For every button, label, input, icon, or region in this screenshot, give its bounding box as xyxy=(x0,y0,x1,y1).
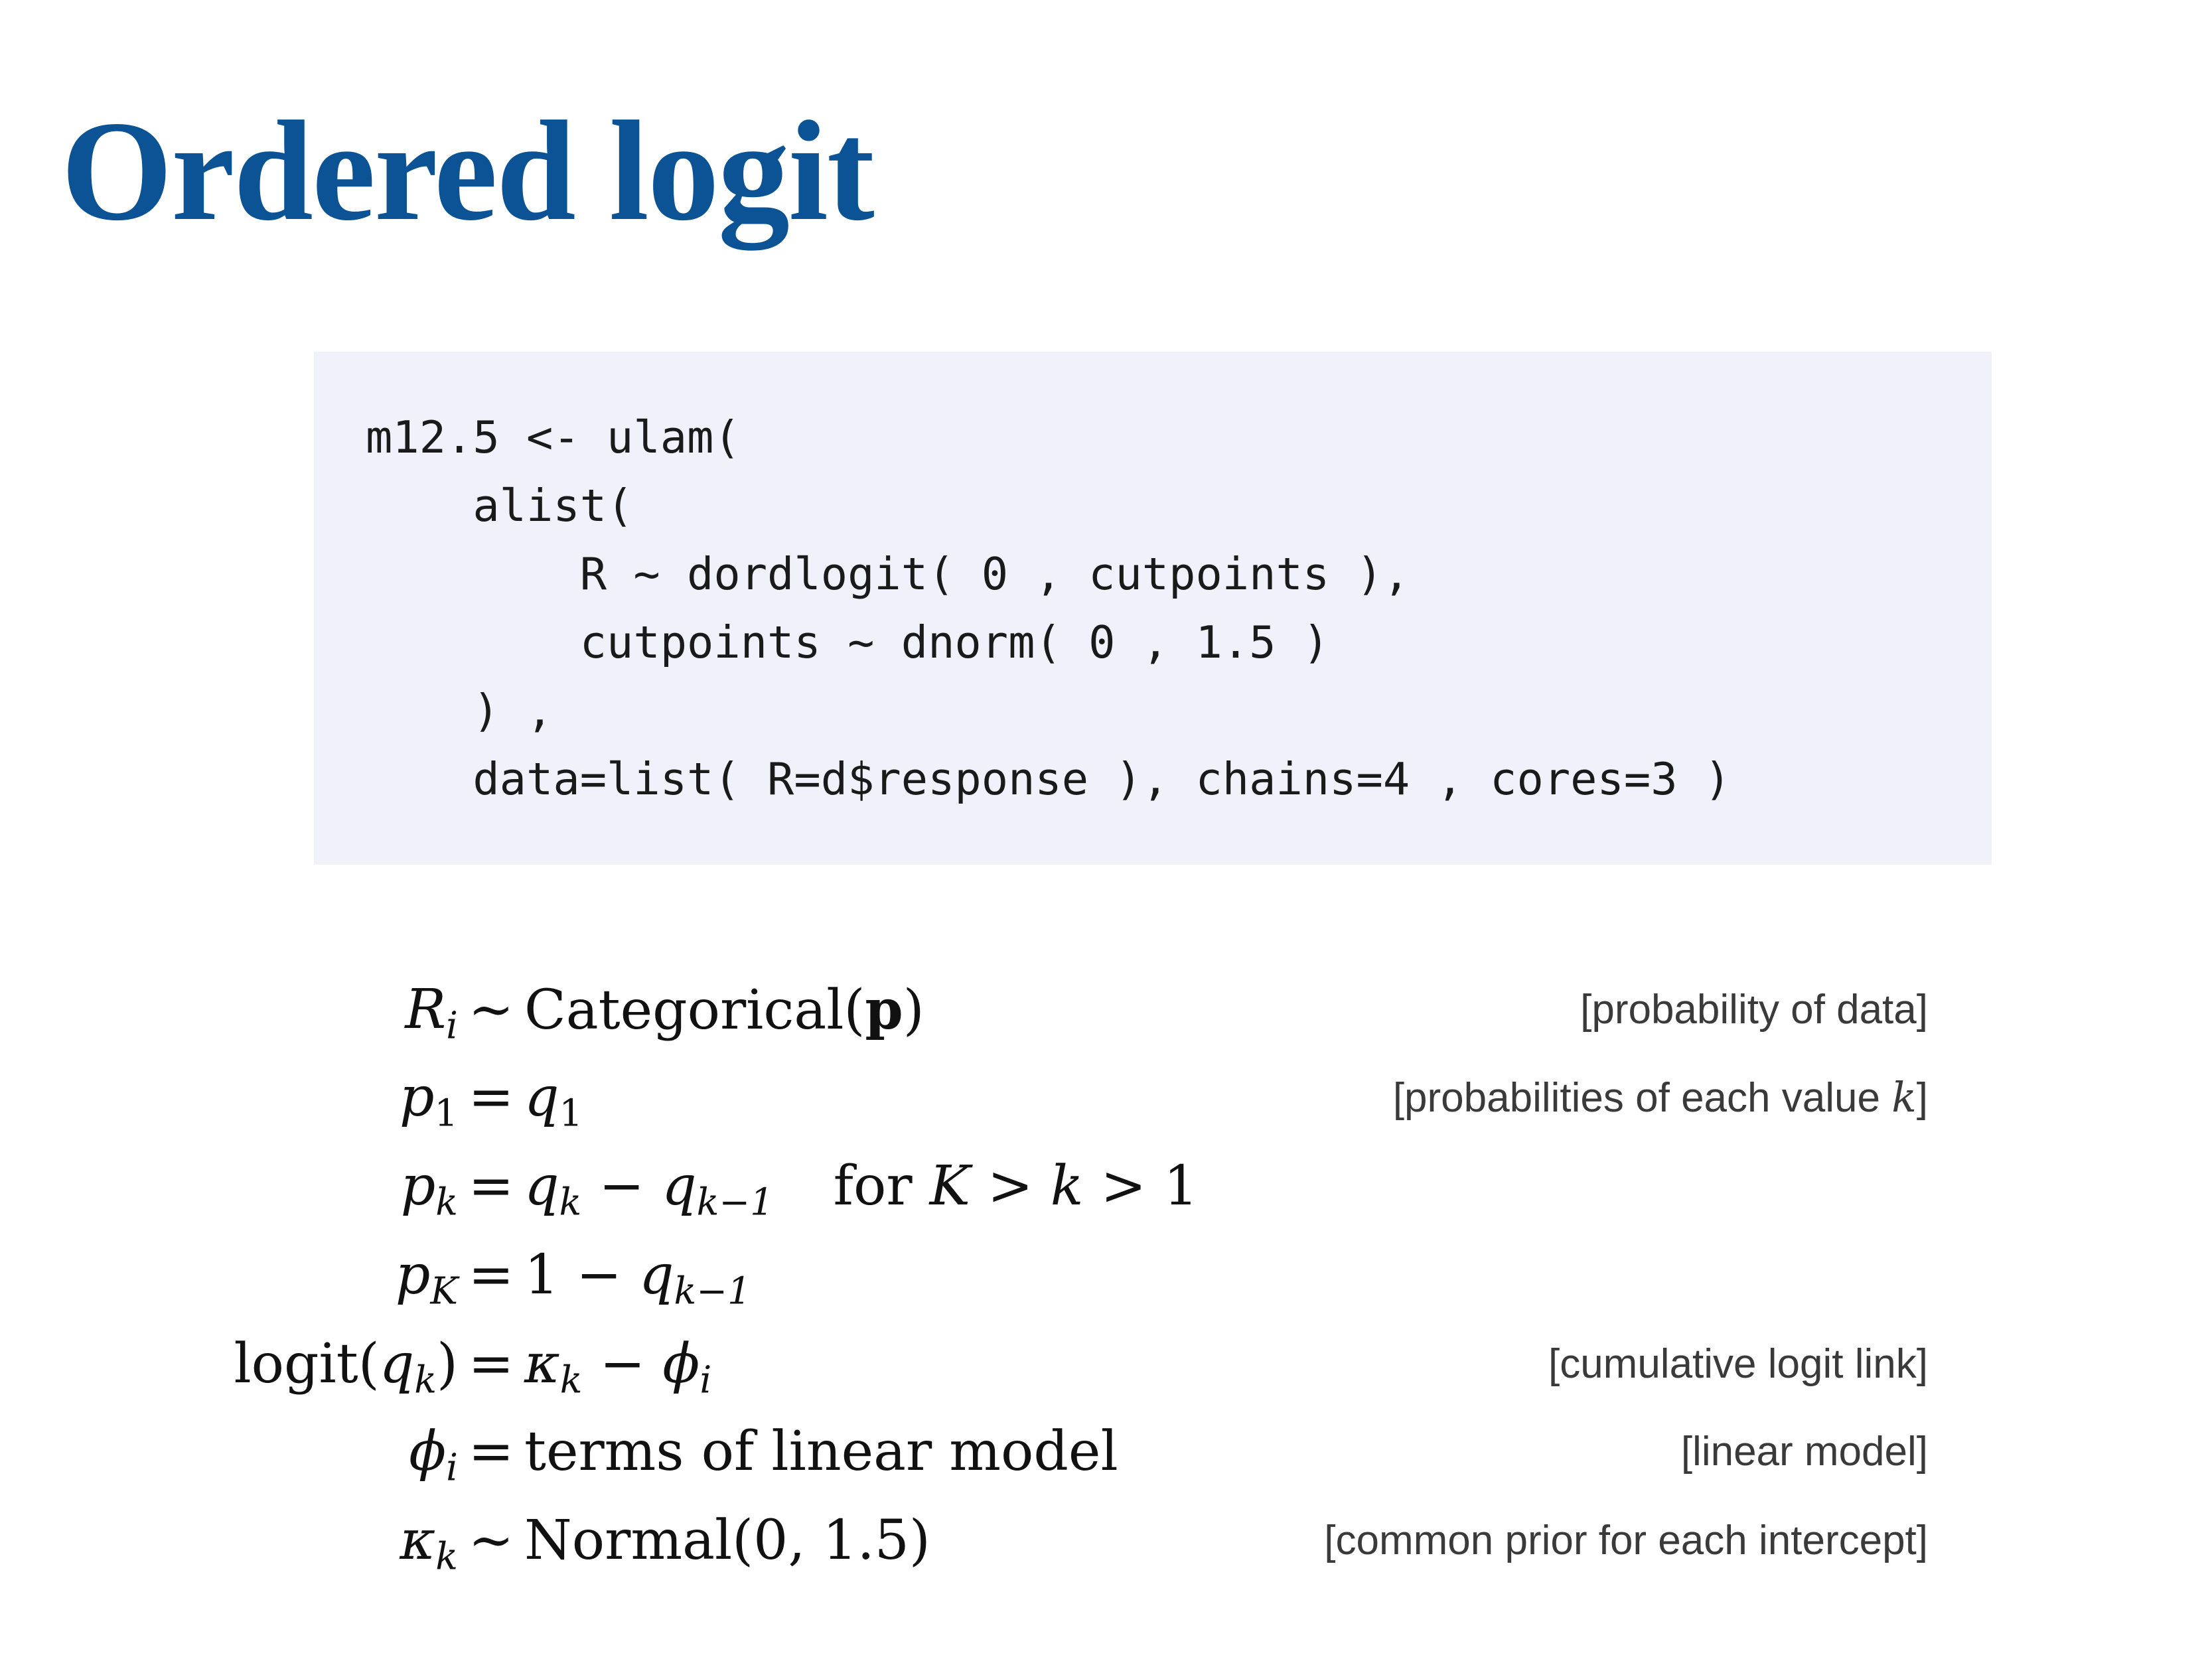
operator: − xyxy=(581,1155,662,1218)
subscript: k xyxy=(414,1358,437,1402)
subscript: i xyxy=(446,1004,458,1048)
variable: k xyxy=(1050,1155,1084,1218)
annotation-label: [probability of data] xyxy=(1580,987,1928,1033)
subscript: k xyxy=(559,1181,582,1224)
subscript: k−1 xyxy=(674,1269,751,1313)
code-block: m12.5 <- ulam( alist( R ~ dordlogit( 0 ,… xyxy=(314,352,1992,865)
equation-rhs: Normal(0, 1.5) xyxy=(524,1509,930,1572)
paren: ) xyxy=(903,979,924,1042)
function-name: logit( xyxy=(234,1333,380,1396)
model-row-pK: pK = 1 − qk−1 xyxy=(0,1236,2212,1315)
code-line: R ~ dordlogit( 0 , cutpoints ), xyxy=(366,548,1410,600)
equation-rhs: 1 − qk−1 xyxy=(524,1236,751,1315)
subscript: k xyxy=(435,1535,458,1579)
model-row-prior: κk ∼ Normal(0, 1.5) [common prior for ea… xyxy=(0,1501,2212,1581)
subscript: 1 xyxy=(559,1092,583,1135)
relation-symbol: = xyxy=(468,1155,514,1218)
model-row-linear: ϕi = terms of linear model [linear model… xyxy=(0,1412,2212,1492)
variable: q xyxy=(662,1155,697,1218)
subscript: 1 xyxy=(434,1092,458,1135)
variable: κ xyxy=(524,1333,560,1396)
variable: k xyxy=(1891,1073,1917,1121)
equation-lhs: κk xyxy=(400,1501,458,1581)
subscript: k xyxy=(435,1181,458,1224)
equation-lhs: pK xyxy=(396,1236,458,1315)
operator: > 1 xyxy=(1083,1155,1199,1218)
relation-symbol: = xyxy=(468,1420,514,1483)
annotation-label: [probabilities of each value k] xyxy=(1393,1058,1928,1138)
vector-symbol: p xyxy=(865,978,903,1042)
relation-symbol: = xyxy=(468,1244,514,1307)
variable: κ xyxy=(400,1509,436,1572)
equation-lhs: logit(qk) xyxy=(234,1325,458,1404)
equation-lhs: pk xyxy=(401,1147,458,1226)
equation-rhs: terms of linear model xyxy=(524,1420,1118,1483)
subscript: K xyxy=(430,1269,458,1313)
operator: − xyxy=(559,1244,640,1307)
code-line: alist( xyxy=(366,480,634,532)
code-line: cutpoints ~ dnorm( 0 , 1.5 ) xyxy=(366,616,1330,668)
paren: ) xyxy=(437,1333,458,1396)
model-row-likelihood: Ri ∼ Categorical(p) [probability of data… xyxy=(0,970,2212,1050)
condition-text: for xyxy=(833,1155,930,1218)
variable: p xyxy=(400,1066,435,1129)
equation-rhs: q1 xyxy=(524,1058,583,1137)
variable: ϕ xyxy=(662,1333,700,1396)
variable: p xyxy=(400,1155,436,1218)
variable: K xyxy=(929,1155,970,1218)
equation-rhs: Categorical(p) xyxy=(524,970,924,1050)
model-row-link: logit(qk) = κk − ϕi [cumulative logit li… xyxy=(0,1325,2212,1404)
variable: q xyxy=(379,1333,415,1396)
condition: for K > k > 1 xyxy=(834,1147,1199,1226)
slide-title: Ordered logit xyxy=(61,92,875,250)
equation-lhs: p1 xyxy=(400,1058,458,1137)
variable: p xyxy=(395,1244,431,1307)
variable: R xyxy=(405,978,447,1041)
relation-symbol: = xyxy=(468,1333,514,1396)
subscript: k xyxy=(559,1358,583,1402)
equation-lhs: Ri xyxy=(405,970,458,1050)
relation-symbol: ∼ xyxy=(468,978,514,1041)
number: 1 xyxy=(524,1244,559,1307)
subscript: i xyxy=(700,1358,712,1402)
code-line: ) , xyxy=(366,685,553,737)
subscript: i xyxy=(446,1446,458,1490)
annotation-label: [cumulative logit link] xyxy=(1548,1341,1928,1387)
relation-symbol: ∼ xyxy=(468,1509,514,1572)
variable: ϕ xyxy=(409,1420,447,1483)
variable: q xyxy=(524,1155,559,1218)
operator: > xyxy=(970,1155,1051,1218)
annotation-text: ] xyxy=(1916,1075,1928,1121)
variable: q xyxy=(524,1066,559,1129)
subscript: k−1 xyxy=(696,1181,774,1224)
annotation-label: [linear model] xyxy=(1680,1429,1928,1475)
equation-rhs: κk − ϕi xyxy=(524,1325,711,1404)
function-name: Categorical( xyxy=(524,979,865,1042)
operator: − xyxy=(582,1333,663,1396)
code-line: m12.5 <- ulam( xyxy=(366,411,741,463)
equation-lhs: ϕi xyxy=(409,1412,458,1492)
annotation-label: [common prior for each intercept] xyxy=(1324,1518,1928,1563)
annotation-text: [probabilities of each value xyxy=(1392,1075,1892,1121)
code-line: data=list( R=d$response ), chains=4 , co… xyxy=(366,753,1732,805)
variable: q xyxy=(639,1244,674,1307)
relation-symbol: = xyxy=(468,1066,514,1129)
model-row-p1: p1 = q1 [probabilities of each value k] xyxy=(0,1058,2212,1137)
